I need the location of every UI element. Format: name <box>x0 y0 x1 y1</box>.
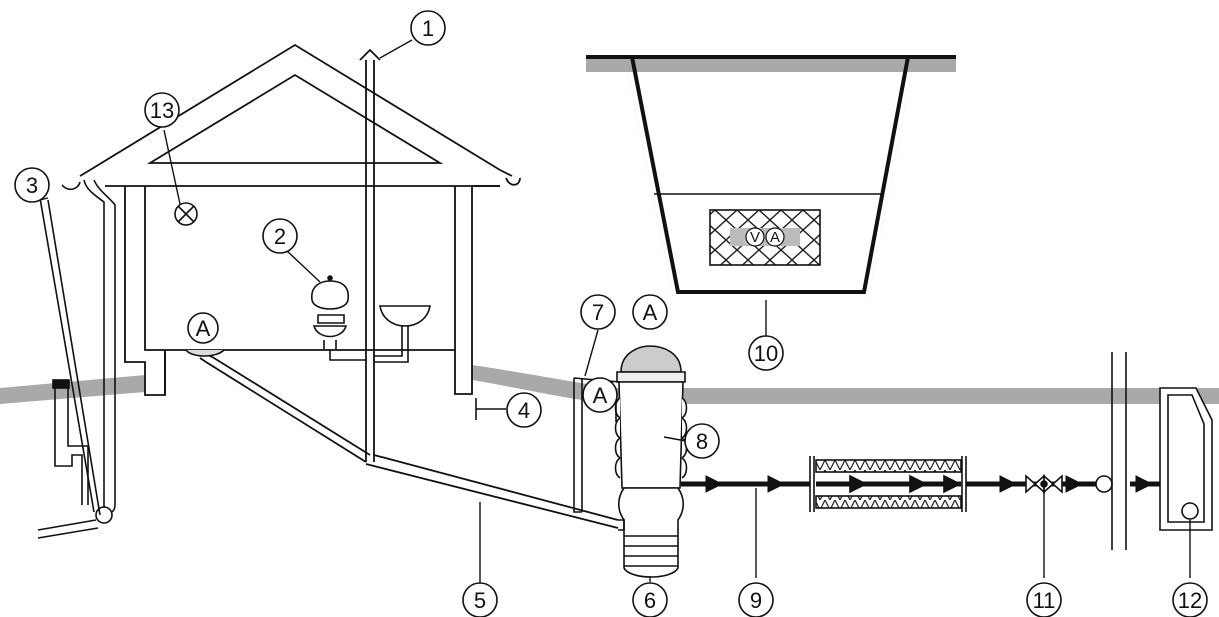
callout-circles <box>14 10 1208 617</box>
washbasin-icon <box>374 305 431 363</box>
callout-9-label: 9 <box>750 588 762 613</box>
callout-1-label: 1 <box>422 16 434 41</box>
callout-7-label: 7 <box>592 300 604 325</box>
inset-excavation <box>586 55 956 336</box>
callout-4-label: 4 <box>518 398 530 423</box>
house <box>79 43 521 396</box>
callout-10-circle <box>748 335 784 371</box>
outlet-chamber <box>1159 387 1213 531</box>
callout-13-label: 13 <box>150 98 174 123</box>
callout-2-circle <box>262 218 298 254</box>
standalone-a-marker: A <box>643 300 658 325</box>
tank-a-marker: A <box>593 383 608 408</box>
callout-13-circle <box>144 92 180 128</box>
septic-tank <box>614 345 688 578</box>
callout-4-circle <box>506 392 542 428</box>
callout-7-circle <box>580 294 616 330</box>
callout-a-tank-circle <box>582 377 618 413</box>
callout-5-circle <box>462 582 498 617</box>
property-boundary <box>1111 352 1127 550</box>
callout-12-circle <box>1172 582 1208 617</box>
callout-6-label: 6 <box>644 588 656 613</box>
inset-v-marker: V <box>750 229 760 246</box>
callout-8-label: 8 <box>696 429 708 454</box>
callout-12-label: 12 <box>1178 588 1202 613</box>
cross-circle-lamp-icon <box>174 202 198 226</box>
callout-3-label: 3 <box>26 173 38 198</box>
leader-4 <box>475 398 506 420</box>
drain-pipe <box>199 354 619 529</box>
inset-a-marker: A <box>770 229 780 246</box>
filter-bed <box>809 456 967 512</box>
floor-drain <box>185 312 225 357</box>
callout-9-circle <box>738 582 774 617</box>
floor-drain-marker: A <box>196 316 211 341</box>
callout-5-label: 5 <box>474 588 486 613</box>
callout-10-label: 10 <box>754 341 778 366</box>
callout-11-circle <box>1026 582 1062 617</box>
toilet-icon <box>311 275 366 361</box>
callout-11-label: 11 <box>1033 588 1056 613</box>
callout-6-circle <box>632 582 668 617</box>
vent-stack <box>359 48 381 462</box>
callout-2-label: 2 <box>274 224 286 249</box>
callout-a-circle <box>632 294 668 330</box>
callout-3-circle <box>14 167 50 203</box>
vent-cap-icon <box>359 48 381 61</box>
callout-8-circle <box>684 423 720 459</box>
callout-leaders <box>39 39 1191 588</box>
rain-well <box>39 197 101 516</box>
callout-1-circle <box>410 10 446 46</box>
downpipe <box>37 179 116 539</box>
gate-valve-icon <box>1025 474 1113 494</box>
